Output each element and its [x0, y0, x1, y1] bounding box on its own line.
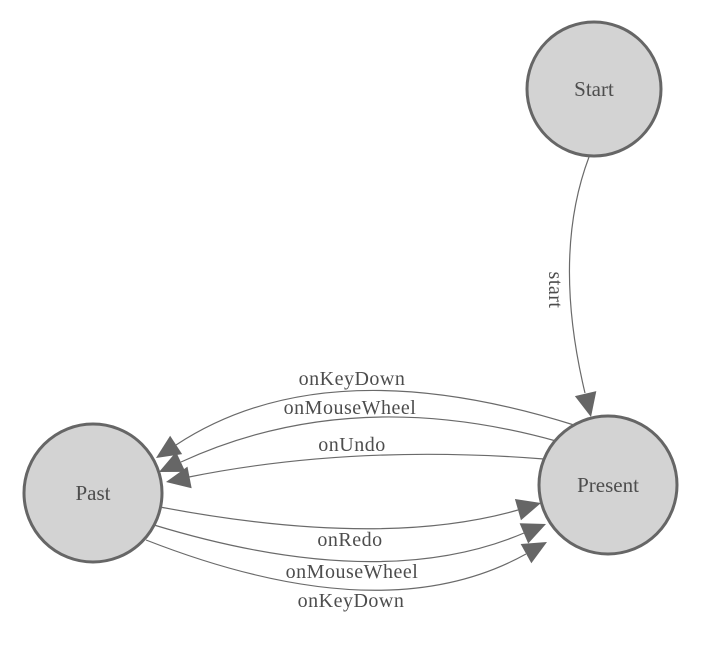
transition-label: onMouseWheel: [286, 561, 419, 583]
transition-path: [145, 539, 527, 591]
arrowhead-icon: [514, 499, 541, 521]
transition-path: [159, 506, 519, 530]
arrowhead-icon: [166, 466, 192, 489]
state-label-start: Start: [574, 77, 614, 101]
transition-label: onKeyDown: [298, 590, 405, 612]
transition-path: [188, 453, 545, 478]
state-circle-past[interactable]: [22, 422, 164, 564]
transition-edge: start: [544, 156, 597, 417]
transition-edge: onRedo: [159, 499, 541, 551]
arrowhead-icon: [519, 523, 546, 544]
state-circle-present[interactable]: [537, 414, 679, 556]
arrowhead-icon: [159, 451, 186, 472]
arrowhead-icon: [520, 542, 547, 564]
state-node-present: Present: [537, 414, 679, 556]
transition-label: onMouseWheel: [284, 397, 417, 419]
arrowhead-icon: [156, 435, 183, 458]
transition-edge: onMouseWheel: [153, 523, 546, 583]
state-label-present: Present: [577, 473, 639, 497]
transition-label: start: [544, 272, 566, 309]
transition-edge: onMouseWheel: [159, 397, 557, 472]
transition-edge: onKeyDown: [145, 539, 547, 612]
state-label-past: Past: [75, 481, 110, 505]
transition-label: onRedo: [317, 529, 382, 551]
transition-label: onUndo: [318, 434, 385, 456]
transition-edge: onKeyDown: [156, 368, 575, 458]
transition-edge: onUndo: [166, 434, 545, 489]
arrowhead-icon: [574, 391, 597, 417]
transition-path: [175, 389, 575, 446]
transition-path: [568, 156, 590, 394]
state-node-start: Start: [525, 20, 663, 158]
state-node-past: Past: [22, 422, 164, 564]
transition-label: onKeyDown: [299, 368, 406, 390]
state-circle-start[interactable]: [525, 20, 663, 158]
transition-path: [153, 524, 525, 563]
transition-path: [180, 416, 557, 463]
